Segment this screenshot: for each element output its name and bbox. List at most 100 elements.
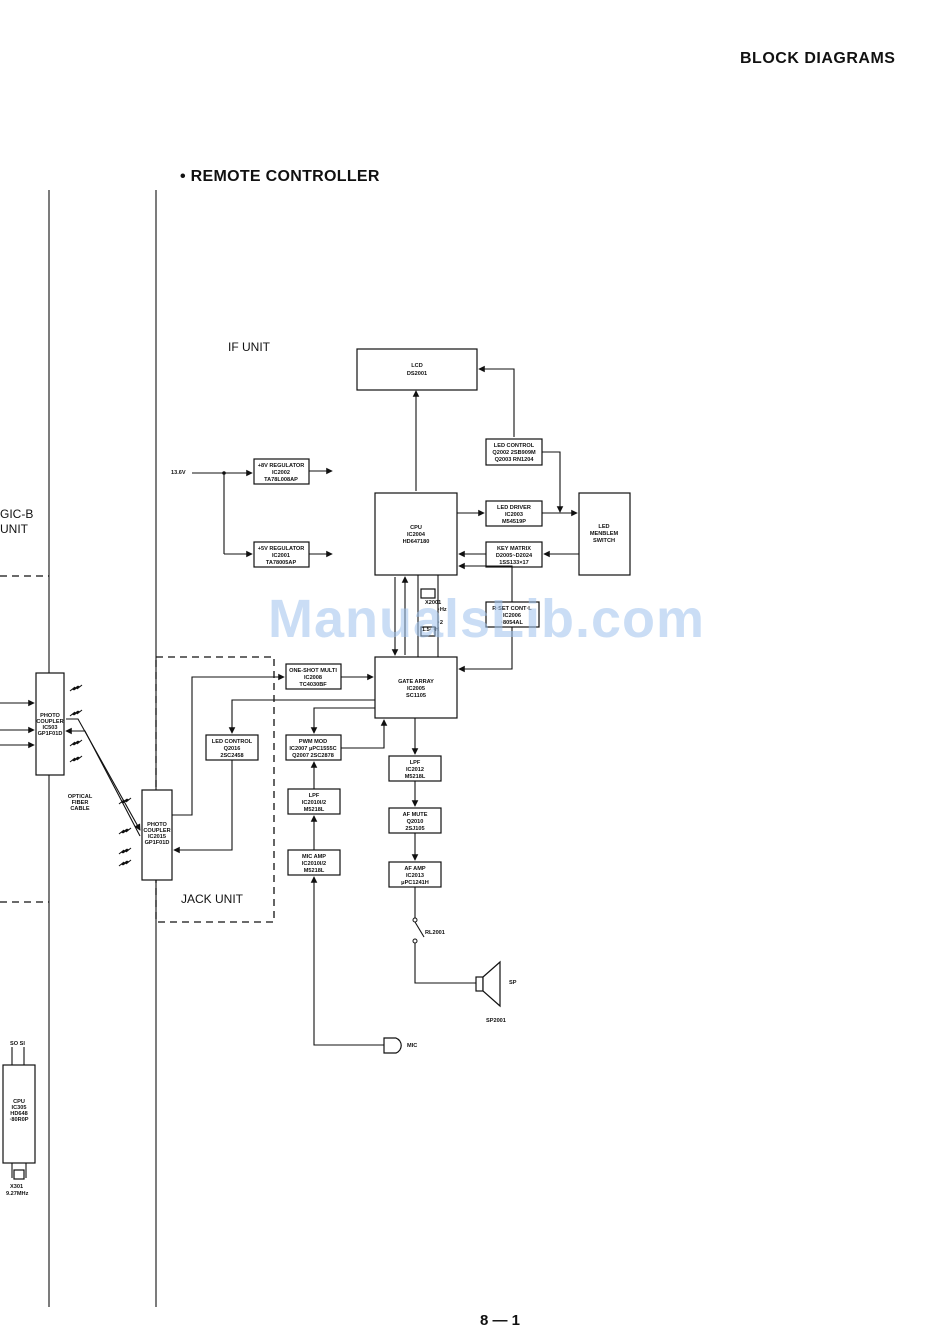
crystal-x2002-label: ·2 <box>438 620 443 626</box>
svg-text:Q2002 2SB909M: Q2002 2SB909M <box>492 450 536 456</box>
svg-text:PHOTO: PHOTO <box>40 713 60 719</box>
svg-text:CPU: CPU <box>13 1099 25 1105</box>
svg-text:PWM MOD: PWM MOD <box>299 739 327 745</box>
svg-text:Q2016: Q2016 <box>224 746 241 752</box>
svg-text:IC2012: IC2012 <box>406 767 424 773</box>
cpu-left-block: CPU IC305 HD648 ·80R0P <box>2 1064 36 1164</box>
svg-text:LED CONTROL: LED CONTROL <box>494 443 535 449</box>
speaker-ref-label: SP2001 <box>486 1018 506 1024</box>
svg-text:IC2008: IC2008 <box>304 675 322 681</box>
svg-text:HD647180: HD647180 <box>403 539 430 545</box>
photo-coupler-left-block: PHOTO COUPLER IC503 GP1F01D <box>35 672 65 776</box>
svg-text:IC503: IC503 <box>43 725 58 731</box>
regulator-8v-block: +8V REGULATOR IC2002 TA78L008AP <box>253 458 310 485</box>
light-emission-icons <box>69 684 132 867</box>
jack-unit-label: JACK UNIT <box>181 892 244 906</box>
svg-text:LED CONTROL: LED CONTROL <box>212 739 253 745</box>
svg-text:LPF: LPF <box>410 760 421 766</box>
led-control-top-block: LED CONTROL Q2002 2SB909M Q2003 RN1204 <box>485 438 543 466</box>
svg-text:M5218L: M5218L <box>304 868 325 874</box>
svg-text:AF AMP: AF AMP <box>404 866 426 872</box>
svg-text:Q2010: Q2010 <box>407 819 424 825</box>
svg-text:Q2007 2SC2878: Q2007 2SC2878 <box>292 753 334 759</box>
relay-label: RL2001 <box>425 930 445 936</box>
led-menblem-switch-block: LED MENBLEM SWITCH <box>578 492 631 576</box>
svg-text:LED DRIVER: LED DRIVER <box>497 505 531 511</box>
svg-text:SWITCH: SWITCH <box>593 538 615 544</box>
mic-label: MIC <box>407 1043 417 1049</box>
pwm-mod-block: PWM MOD IC2007 μPC1555C Q2007 2SC2878 <box>285 734 342 761</box>
mic-amp-block: MIC AMP IC2010l/2 M5218L <box>287 849 341 876</box>
svg-text:KEY MATRIX: KEY MATRIX <box>497 546 531 552</box>
cpu-block: CPU IC2004 HD647180 <box>374 492 458 576</box>
microphone-icon <box>383 1037 402 1054</box>
svg-text:IC2003: IC2003 <box>505 512 523 518</box>
svg-text:R·SET CONT·L: R·SET CONT·L <box>492 606 532 612</box>
svg-text:LCD: LCD <box>411 363 423 369</box>
page-number: 8 — 1 <box>480 1312 521 1329</box>
svg-text:GP1F01D: GP1F01D <box>38 731 63 737</box>
svg-text:μPC1241H: μPC1241H <box>401 880 429 886</box>
crystal-x301-label: X301 <box>10 1184 23 1190</box>
svg-text:+8V REGULATOR: +8V REGULATOR <box>258 463 305 469</box>
svg-text:IC2010l/2: IC2010l/2 <box>302 800 326 806</box>
svg-text:IC2006: IC2006 <box>503 613 521 619</box>
svg-text:MIC AMP: MIC AMP <box>302 854 326 860</box>
svg-text:PHOTO: PHOTO <box>147 822 167 828</box>
svg-text:ONE-SHOT MULTI: ONE-SHOT MULTI <box>289 668 337 674</box>
svg-text:IC2001: IC2001 <box>272 553 290 559</box>
lcd-block: LCD DS2001 <box>356 348 478 391</box>
svg-text:IC2007 μPC1555C: IC2007 μPC1555C <box>289 746 336 752</box>
svg-text:2SJ105: 2SJ105 <box>405 826 424 832</box>
svg-text:TC4030BF: TC4030BF <box>299 682 327 688</box>
svg-text:HD648: HD648 <box>10 1111 27 1117</box>
gate-array-block: GATE ARRAY IC2005 SC1105 <box>374 656 458 719</box>
reset-control-block: R·SET CONT·L IC2006 ·8054AL <box>485 601 540 628</box>
svg-text:COUPLER: COUPLER <box>143 828 170 834</box>
svg-text:IC305: IC305 <box>12 1105 27 1111</box>
svg-text:IC2015: IC2015 <box>148 834 166 840</box>
svg-text:M5218L: M5218L <box>304 807 325 813</box>
svg-text:1SS133×17: 1SS133×17 <box>499 560 528 566</box>
svg-text:SC1105: SC1105 <box>406 693 426 699</box>
if-unit-label: IF UNIT <box>228 340 271 354</box>
regulator-5v-block: +5V REGULATOR IC2001 TA78005AP <box>253 541 310 568</box>
svg-text:COUPLER: COUPLER <box>36 719 63 725</box>
svg-text:IC2010l/2: IC2010l/2 <box>302 861 326 867</box>
svg-text:AF MUTE: AF MUTE <box>403 812 428 818</box>
crystal-x2001-freq-label: ·Hz <box>438 607 447 613</box>
svg-text:·80R0P: ·80R0P <box>10 1117 29 1123</box>
optical-fiber-label-3: CABLE <box>70 806 90 812</box>
lpf-left-block: LPF IC2010l/2 M5218L <box>287 788 341 815</box>
crystal-x2002-freq-label: 1.5· ·H <box>422 627 439 633</box>
one-shot-multi-block: ONE-SHOT MULTI IC2008 TC4030BF <box>285 663 342 690</box>
photo-coupler-jack-block: PHOTO COUPLER IC2015 GP1F01D <box>141 789 173 881</box>
svg-text:M5218L: M5218L <box>405 774 426 780</box>
crystal-x301-freq-label: 9.27MHz <box>6 1191 29 1197</box>
jack-unit-boundary <box>155 656 275 923</box>
svg-text:·8054AL: ·8054AL <box>501 620 523 626</box>
af-amp-block: AF AMP IC2013 μPC1241H <box>388 861 442 888</box>
svg-text:D2005~D2024: D2005~D2024 <box>496 553 533 559</box>
svg-text:IC2013: IC2013 <box>406 873 424 879</box>
optical-fiber-label-1: OPTICAL <box>68 794 93 800</box>
logic-b-label-1: GIC-B <box>0 507 33 521</box>
voltage-input-label: 13.6V <box>171 470 186 476</box>
svg-text:Q2003 RN1204: Q2003 RN1204 <box>495 457 535 463</box>
led-driver-block: LED DRIVER IC2003 M54519P <box>485 500 543 527</box>
svg-text:DS2001: DS2001 <box>407 371 427 377</box>
connection-wires <box>0 365 579 1180</box>
logic-b-label-2: UNIT <box>0 522 29 536</box>
svg-text:2SC2458: 2SC2458 <box>220 753 243 759</box>
svg-text:TA78L008AP: TA78L008AP <box>264 477 298 483</box>
svg-text:MENBLEM: MENBLEM <box>590 531 619 537</box>
crystal-x2001-label: X2001 <box>425 600 441 606</box>
af-mute-block: AF MUTE Q2010 2SJ105 <box>388 807 442 834</box>
optical-fiber-label-2: FIBER <box>72 800 89 806</box>
lpf-right-block: LPF IC2012 M5218L <box>388 755 442 782</box>
svg-text:CPU: CPU <box>410 525 422 531</box>
svg-text:IC2004: IC2004 <box>407 532 426 538</box>
watermark: ManualsLib.com <box>268 589 706 649</box>
speaker-icon <box>475 960 501 1008</box>
